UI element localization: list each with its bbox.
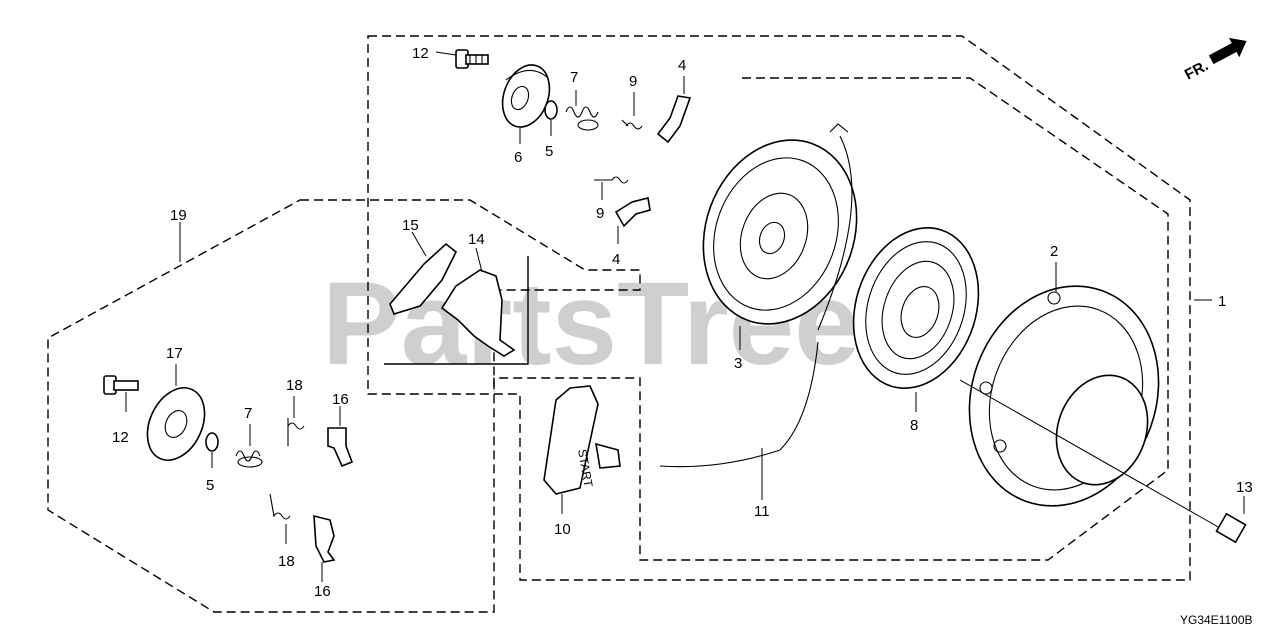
part-16-pawl-b [313,514,336,563]
callout-5-lower: 5 [206,477,214,494]
callout-14: 14 [468,231,485,248]
part-9-spring-a [621,119,643,130]
part-7-spring-lower [235,450,263,468]
callout-12-lower: 12 [112,429,129,446]
callout-8: 8 [910,417,918,434]
part-18-spring-a [287,418,305,446]
assembly-1-outline [367,35,1191,581]
part-16-pawl-a [327,427,354,468]
callout-19: 19 [170,207,187,224]
callout-6: 6 [514,149,522,166]
direction-label: FR. [1182,57,1211,83]
part-4-pawl-a [656,95,692,144]
callout-11: 11 [754,503,770,520]
grip-subbox [384,256,529,365]
callout-18-upper: 18 [286,377,303,394]
part-8-recoil-spring [852,227,980,389]
part-12-bolt-upper [455,49,489,69]
callout-7-upper: 7 [570,69,578,86]
callout-1: 1 [1218,293,1226,310]
part-11-rope [659,135,853,468]
part-9-spring-b [594,176,629,184]
part-5-washer-lower [205,432,219,452]
direction-arrow-icon [1208,37,1247,65]
direction-arrow: FR. [1182,37,1247,84]
part-14-grip [440,269,516,357]
part-5-washer-upper [544,100,558,120]
callout-18-lower: 18 [278,553,295,570]
part-3-reel [702,123,858,325]
callout-4-upper: 4 [678,57,686,74]
handle-start-text: START [575,448,596,489]
callout-5-upper: 5 [545,143,553,160]
callout-16-lower: 16 [314,583,331,600]
callout-10: 10 [554,521,571,538]
part-15-grip-insert [389,242,458,315]
callout-3: 3 [734,355,742,372]
part-17-ratchet [146,387,206,461]
part-2-starter-cover [968,285,1160,507]
callout-13: 13 [1236,479,1253,496]
callout-7-lower: 7 [244,405,252,422]
callout-12-upper: 12 [412,45,429,62]
part-6-ratchet [501,64,551,128]
callout-4-lower: 4 [612,251,620,268]
reel-cover-outline [493,77,1169,561]
part-18-spring-b [269,493,291,520]
part-10-handle: START [543,385,621,495]
callout-9-lower: 9 [596,205,604,222]
part-13-bolt [959,379,1247,544]
part-7-spring-upper [565,106,599,131]
callout-17: 17 [166,345,183,362]
callout-2: 2 [1050,243,1058,260]
callout-15: 15 [402,217,419,234]
diagram-code: YG34E1100B [1180,613,1253,627]
callout-9-upper: 9 [629,73,637,90]
part-4-pawl-b [614,197,651,228]
callout-16-upper: 16 [332,391,349,408]
part-12-bolt-lower [103,375,139,395]
